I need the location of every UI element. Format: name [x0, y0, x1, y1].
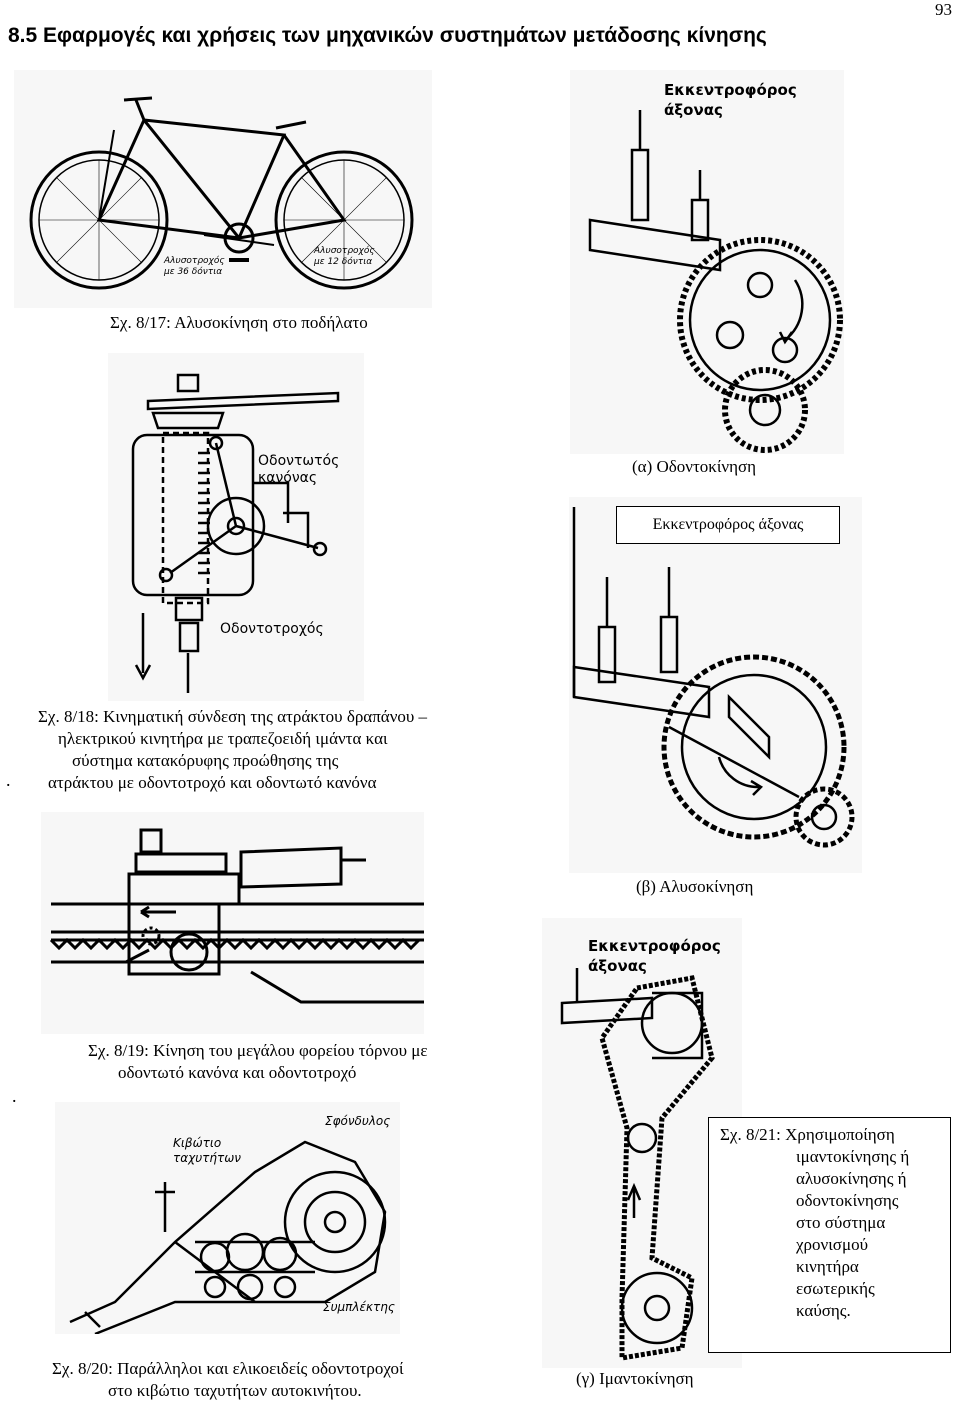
lathe-illustration: [49, 828, 424, 1004]
belt-drive-illustration: [560, 968, 715, 1361]
caption-box-fig-8-21: Σχ. 8/21: Χρησιμοποίηση ιμαντοκίνησης ή …: [708, 1117, 951, 1353]
caption-fig-8-19: Σχ. 8/19: Κίνηση του μεγάλου φορείου τόρ…: [88, 1041, 428, 1082]
section-heading: 8.5 Εφαρμογές και χρήσεις των μηχανικών …: [8, 24, 767, 47]
caption-chain-drive: (β) Αλυσοκίνηση: [636, 877, 754, 896]
camshaft-label-box-overlay: Εκκεντροφόρος άξονας: [616, 506, 840, 544]
caption-fig-8-18: Σχ. 8/18: Κινηματική σύνδεση της ατράκτο…: [38, 707, 428, 792]
caption-fig-8-17: Σχ. 8/17: Αλυσοκίνηση στο ποδήλατο: [110, 313, 368, 332]
label-gear: Οδοντοτροχός: [220, 621, 324, 637]
stray-mark: .: [12, 1086, 17, 1106]
caption-gear-drive: (α) Οδοντοκίνηση: [632, 457, 757, 476]
page-number: 93: [935, 0, 952, 19]
chain-drive-illustration: [572, 507, 855, 848]
gearbox-illustration: [69, 1140, 387, 1334]
stray-mark: .: [6, 770, 11, 790]
label-flywheel: Σφόνδυλος: [325, 1114, 391, 1128]
label-clutch: Συμπλέκτης: [323, 1300, 395, 1314]
figure-chain-drive: [569, 497, 862, 873]
caption-belt-drive: (γ) Ιμαντοκίνηση: [576, 1369, 694, 1388]
caption-fig-8-20: Σχ. 8/20: Παράλληλοι και ελικοειδείς οδο…: [52, 1359, 404, 1400]
caption-fig-8-21: Σχ. 8/21: Χρησιμοποίηση ιμαντοκίνησης ή …: [720, 1125, 910, 1320]
gear-drive-illustration: [588, 110, 843, 453]
figure-lathe: [41, 812, 424, 1034]
bicycle-illustration: [29, 96, 414, 290]
drill-press-illustration: [131, 373, 340, 693]
